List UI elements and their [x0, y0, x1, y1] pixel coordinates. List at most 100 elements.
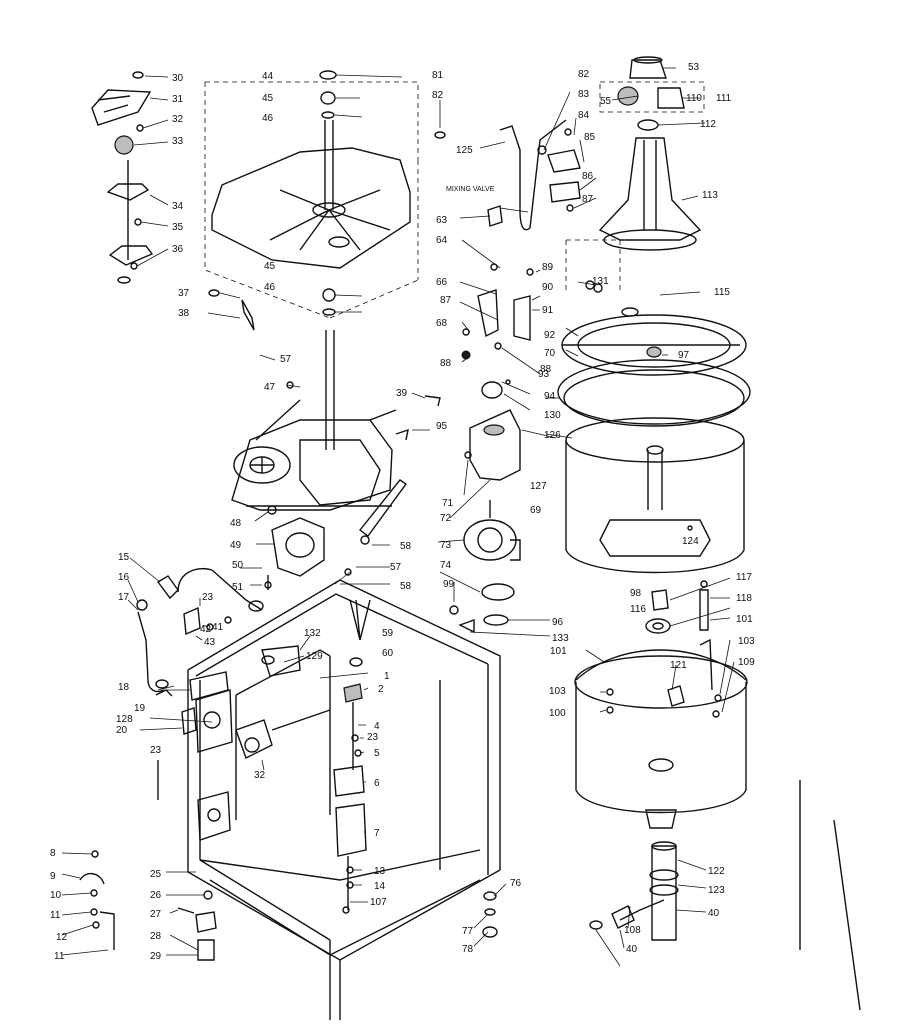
part-label-91: 126 — [544, 430, 561, 441]
part-label-55: 77 — [462, 926, 474, 937]
part-label-0: 30 — [172, 73, 184, 84]
part-label-17: 87 — [440, 295, 452, 306]
part-label-101: 124 — [682, 536, 699, 547]
part-label-93: 69 — [530, 505, 542, 516]
part-label-82: 90 — [542, 282, 554, 293]
part-label-62: 8 — [50, 848, 56, 859]
part-label-83: 91 — [542, 305, 554, 316]
part-label-87: 93 — [538, 369, 550, 380]
part-label-25: 57 — [390, 562, 402, 573]
part-label-31: 41 — [212, 622, 224, 633]
part-label-84: 92 — [544, 330, 556, 341]
part-label-23: 51 — [232, 582, 244, 593]
part-label-81: 89 — [542, 262, 554, 273]
part-label-99: 133 — [552, 633, 569, 644]
part-label-74: 125 — [456, 145, 473, 156]
part-label-78: 68 — [436, 318, 448, 329]
part-label-36: 128 — [116, 714, 133, 725]
part-label-116: 100 — [549, 708, 566, 719]
part-label-28: 16 — [118, 572, 130, 583]
part-label-86: 88 — [440, 358, 452, 369]
part-label-64: 10 — [50, 890, 62, 901]
part-label-100: 96 — [552, 617, 564, 628]
part-label-122: 123 — [708, 885, 725, 896]
part-label-97: 74 — [440, 560, 452, 571]
part-label-16: 46 — [264, 282, 276, 293]
part-label-58: 26 — [150, 890, 162, 901]
part-label-108: 115 — [714, 287, 730, 298]
part-label-120: 121 — [670, 660, 687, 671]
part-label-13: 81 — [432, 70, 444, 81]
part-label-85: 70 — [544, 348, 556, 359]
part-label-1: 31 — [172, 94, 184, 105]
part-label-112: 117 — [736, 572, 752, 583]
part-label-52: 14 — [374, 881, 386, 892]
part-label-4: 34 — [172, 201, 184, 212]
part-label-37: 20 — [116, 725, 128, 736]
part-label-33: 43 — [204, 637, 216, 648]
part-label-29: 17 — [118, 592, 130, 603]
part-label-10: 44 — [262, 71, 274, 82]
part-label-70: 84 — [578, 110, 590, 121]
part-label-103: 55 — [600, 96, 612, 107]
part-label-88: 94 — [544, 391, 556, 402]
agitator-tub-assembly — [545, 56, 751, 574]
part-label-48: 5 — [374, 748, 380, 759]
part-label-39: 32 — [254, 770, 266, 781]
part-label-60: 28 — [150, 931, 162, 942]
part-label-3: 33 — [172, 136, 184, 147]
part-label-32: 42 — [200, 624, 212, 635]
part-label-44: 1 — [384, 671, 390, 682]
part-label-72: 86 — [582, 171, 594, 182]
part-label-8: 38 — [178, 308, 190, 319]
part-label-41: 129 — [306, 651, 323, 662]
part-label-118: 103 — [738, 636, 755, 647]
part-label-43: 60 — [382, 648, 394, 659]
part-label-94: 71 — [442, 498, 454, 509]
outer-tub-assembly — [574, 577, 748, 829]
part-label-9: 57 — [280, 354, 292, 365]
drain-hose-assembly — [589, 780, 861, 1011]
part-label-19: 39 — [396, 388, 408, 399]
part-label-92: 127 — [530, 481, 547, 492]
part-label-20: 48 — [230, 518, 242, 529]
part-label-75: 63 — [436, 215, 448, 226]
part-label-80: 131 — [592, 276, 609, 287]
part-label-69: 83 — [578, 89, 590, 100]
part-label-14: 82 — [432, 90, 444, 101]
part-label-104: 110 — [686, 93, 702, 104]
part-label-96: 73 — [440, 540, 452, 551]
part-label-105: 111 — [716, 93, 732, 104]
part-label-79: 88 — [540, 364, 552, 375]
part-label-27: 15 — [118, 552, 130, 563]
part-label-7: 37 — [178, 288, 190, 299]
part-label-5: 35 — [172, 222, 184, 233]
part-label-12: 46 — [262, 113, 274, 124]
part-label-45: 2 — [378, 684, 384, 695]
part-label-6: 36 — [172, 244, 184, 255]
part-label-50: 7 — [374, 828, 380, 839]
part-label-56: 78 — [462, 944, 474, 955]
part-label-61: 29 — [150, 951, 162, 962]
part-label-18: 47 — [264, 382, 276, 393]
part-label-57: 25 — [150, 869, 162, 880]
part-label-111: 116 — [630, 604, 646, 615]
part-label-24: 58 — [400, 541, 412, 552]
part-label-125: 40 — [626, 944, 638, 955]
part-label-67: 11 — [54, 951, 65, 962]
part-label-77: 66 — [436, 277, 448, 288]
gearcase-assembly — [207, 289, 441, 590]
part-label-106: 112 — [700, 119, 716, 130]
part-label-42: 59 — [382, 628, 394, 639]
part-label-53: 107 — [370, 897, 387, 908]
small-hardware — [61, 850, 115, 956]
part-label-22: 50 — [232, 560, 244, 571]
part-label-54: 76 — [510, 878, 522, 889]
part-label-21: 49 — [230, 540, 242, 551]
motor-assembly — [437, 379, 557, 637]
part-label-15: 45 — [264, 261, 276, 272]
part-label-76: 64 — [436, 235, 448, 246]
cabinet-assembly — [166, 579, 507, 1020]
hose-fittings — [127, 557, 264, 800]
part-label-115: 103 — [549, 686, 566, 697]
